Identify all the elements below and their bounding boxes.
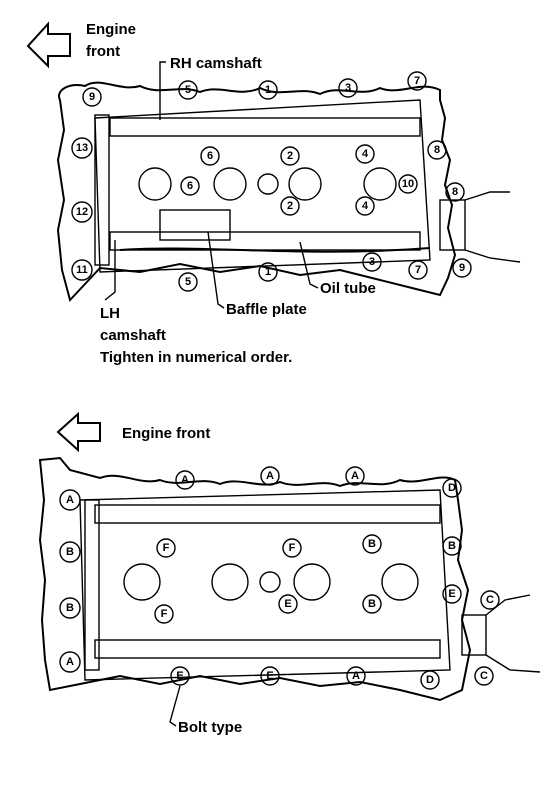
cam-lobe xyxy=(138,167,172,201)
bolt-type: C xyxy=(480,670,488,682)
bolt-number: 7 xyxy=(415,264,421,276)
cam-lobe xyxy=(123,563,161,601)
bolt-number: 5 xyxy=(185,84,191,96)
bolt-type: A xyxy=(351,470,359,482)
bolt-number: 12 xyxy=(76,206,88,218)
bolt-number: 4 xyxy=(362,148,369,160)
bolt-type: F xyxy=(163,542,170,554)
bolt-type: E xyxy=(284,598,291,610)
bolt-type: E xyxy=(266,670,273,682)
baffle-plate-label: Baffle plate xyxy=(226,301,307,318)
bolt-type: E xyxy=(176,670,183,682)
cam-lobe xyxy=(213,167,247,201)
bolt-type: A xyxy=(352,670,360,682)
bolt-type: A xyxy=(181,474,189,486)
bolt-type: B xyxy=(66,602,74,614)
bolt-type: D xyxy=(426,674,434,686)
cam-lobe xyxy=(363,167,397,201)
rh-camshaft-leader xyxy=(159,61,166,120)
cam-lobe xyxy=(381,563,419,601)
bolt-type: B xyxy=(368,598,376,610)
bolt-number: 2 xyxy=(287,150,293,162)
rh-camshaft-label: RH camshaft xyxy=(170,55,262,72)
rh-camshaft-bar xyxy=(109,117,421,137)
lh-camshaft-leader xyxy=(104,240,116,301)
left-cap-bar-bottom xyxy=(84,499,100,671)
engine-front-arrow xyxy=(26,21,71,69)
bolt-number: 1 xyxy=(265,84,271,96)
lh-camshaft-bar xyxy=(109,231,421,251)
engine-front-label-bottom: Engine front xyxy=(122,425,210,442)
bottom-diagram: Engine front A A A D A B B A F F B B F xyxy=(38,411,541,736)
bolt-number: 6 xyxy=(187,180,193,192)
bolt-type: B xyxy=(368,538,376,550)
bolt-type: B xyxy=(448,540,456,552)
top-diagram: Engine front RH camshaft 9 5 1 3 7 xyxy=(26,21,521,366)
bolt-number: 2 xyxy=(287,200,293,212)
bolt-type: C xyxy=(486,594,494,606)
cam-lobe xyxy=(293,563,331,601)
bolt-type: A xyxy=(66,494,74,506)
bolt-number: 10 xyxy=(402,178,414,190)
bolt-number: 7 xyxy=(414,75,420,87)
bolt-number: 9 xyxy=(459,262,465,274)
bolt-number: 1 xyxy=(265,266,271,278)
oil-tube-label: Oil tube xyxy=(320,280,376,297)
bolt-number: 6 xyxy=(207,150,213,162)
bolt-number: 8 xyxy=(434,144,440,156)
bolt-type-leader xyxy=(169,685,181,727)
bolt-number: 8 xyxy=(452,186,458,198)
engine-front-arrow-bottom xyxy=(56,411,101,453)
cam-lobe xyxy=(259,571,281,593)
camshaft-bar-bottom xyxy=(94,639,441,659)
camshaft-bar-top xyxy=(94,504,441,524)
bolt-number: 3 xyxy=(345,82,351,94)
right-side-pipe xyxy=(464,191,521,263)
cam-lobe xyxy=(257,173,279,195)
bolt-type: B xyxy=(66,546,74,558)
cylinder-head-inner-bottom xyxy=(79,489,451,681)
bolt-type: F xyxy=(161,608,168,620)
lh-camshaft-label-2: camshaft xyxy=(100,327,166,344)
cylinder-head-inner xyxy=(94,99,431,273)
bolt-type: A xyxy=(266,470,274,482)
right-side-pipe-bottom xyxy=(485,594,541,673)
bolt-type: F xyxy=(289,542,296,554)
cam-lobe xyxy=(211,563,249,601)
top-bolt-labels: 9 5 1 3 7 13 6 2 4 8 6 10 8 12 2 4 11 5 … xyxy=(71,71,472,292)
bolt-type: D xyxy=(448,482,456,494)
oil-tube-shape xyxy=(119,247,431,253)
bolt-number: 9 xyxy=(89,91,95,103)
lh-camshaft-label-1: LH xyxy=(100,305,120,322)
baffle-plate-leader xyxy=(207,231,225,309)
cylinder-head-outline-bottom xyxy=(38,456,472,702)
baffle-plate-shape xyxy=(159,209,231,241)
bolt-number: 11 xyxy=(76,264,88,276)
bolt-number: 5 xyxy=(185,276,191,288)
right-side-cap-bottom xyxy=(461,614,487,656)
cylinder-head-outline xyxy=(56,81,457,302)
bottom-bolt-labels: A A A D A B B A F F B B F E B E C E E A … xyxy=(59,466,500,690)
engine-front-label-2: front xyxy=(86,43,120,60)
bolt-number: 3 xyxy=(369,256,375,268)
oil-tube-leader xyxy=(299,241,319,289)
left-cap-bar xyxy=(94,114,110,266)
bolt-type: A xyxy=(66,656,74,668)
tighten-instruction: Tighten in numerical order. xyxy=(100,349,292,366)
bolt-number: 4 xyxy=(362,200,369,212)
bolt-type-label: Bolt type xyxy=(178,719,242,736)
engine-front-label-1: Engine xyxy=(86,21,136,38)
cam-lobe xyxy=(288,167,322,201)
bolt-type: E xyxy=(448,588,455,600)
bolt-number: 13 xyxy=(76,142,88,154)
